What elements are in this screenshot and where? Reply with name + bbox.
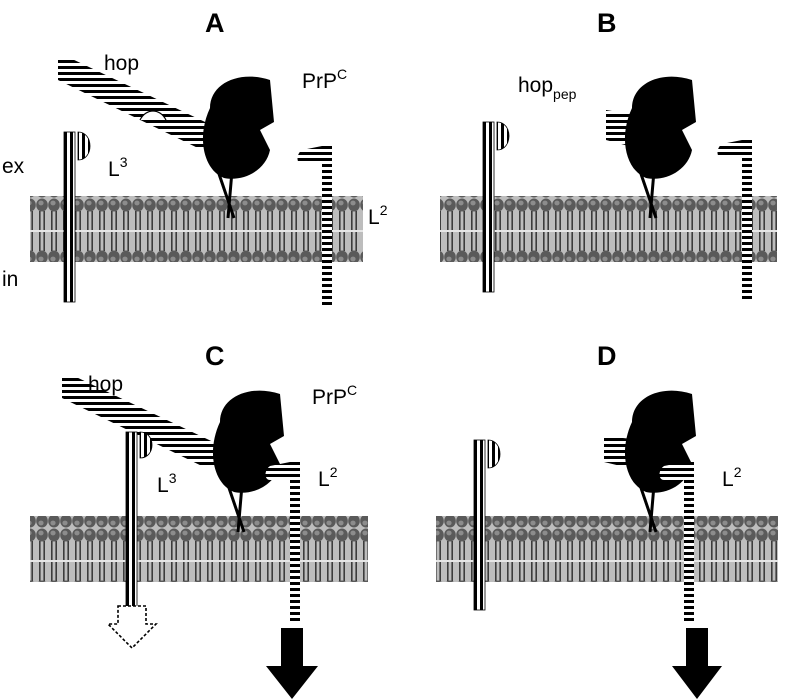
l2-signal-arrow-d [672, 628, 722, 699]
prp-a-label: PrPC [302, 66, 347, 93]
panel-d-label: D [597, 341, 617, 371]
l3-c-label: L3 [157, 470, 177, 497]
hop-a [58, 58, 222, 150]
hop-c [62, 376, 226, 468]
prp-c-label: PrPC [312, 382, 357, 409]
membrane-b [440, 196, 777, 262]
extracellular-label: ex [2, 155, 25, 178]
l2-c-label: L2 [318, 464, 338, 491]
l3-receptor-c [125, 431, 153, 609]
hop-a-notch [139, 110, 167, 121]
panel-b: B hoppep [440, 8, 777, 302]
membrane-d [436, 516, 778, 582]
panel-d: D L2 [436, 341, 778, 699]
membrane-c [30, 516, 368, 582]
l3-a-label: L3 [108, 154, 128, 181]
intracellular-label: in [2, 268, 18, 291]
l2-signal-arrow-c [266, 628, 318, 699]
hop-a-label: hop [104, 52, 139, 75]
panel-a: A hop PrPC L3 L2 ex in [2, 8, 388, 308]
panel-c: C hop PrPC L3 L2 [30, 341, 368, 699]
panel-c-label: C [205, 341, 225, 371]
hop-peptide-b-label: hoppep [518, 74, 577, 102]
panel-b-label: B [597, 8, 617, 38]
panel-a-label: A [205, 8, 225, 38]
membrane-a [30, 196, 363, 262]
prp-c [211, 389, 286, 534]
l2-d-label: L2 [722, 464, 742, 491]
l2-a-label: L2 [368, 202, 388, 229]
hop-c-label: hop [88, 373, 123, 396]
inactive-signal-arrow [106, 605, 158, 650]
